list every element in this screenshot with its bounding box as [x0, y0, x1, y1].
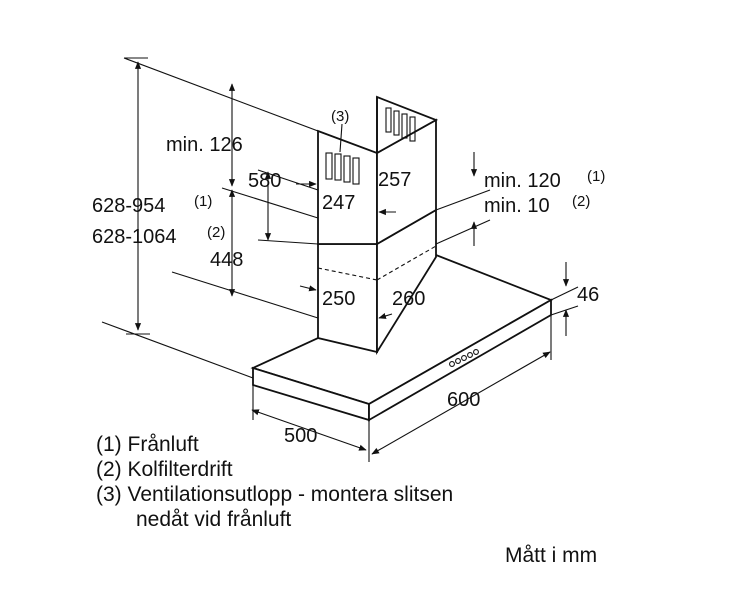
label-247: 247 — [322, 192, 355, 214]
label-600: 600 — [447, 389, 480, 411]
dim-line-500 — [251, 409, 367, 451]
label-260: 260 — [392, 288, 425, 310]
label-448: 448 — [210, 249, 243, 271]
label-range-exhaust: 628-954 — [92, 195, 165, 217]
dimension-lines — [134, 61, 570, 455]
chimney-upper-front — [317, 129, 378, 245]
legend-item-charcoal-filter: (2) Kolfilterdrift — [96, 458, 233, 481]
dim-line-600 — [371, 351, 551, 455]
label-250: 250 — [322, 288, 355, 310]
label-257: 257 — [378, 169, 411, 191]
label-range-exhaust-ref: (1) — [194, 193, 212, 210]
label-min-10-ref: (2) — [572, 193, 590, 210]
label-min-126: min. 126 — [166, 134, 243, 156]
label-500: 500 — [284, 425, 317, 447]
chimney-upper — [317, 95, 439, 246]
ventilation-ref-leader — [339, 123, 343, 153]
label-min-120-ref: (1) — [587, 168, 605, 185]
chimney-lower — [317, 208, 437, 356]
label-46: 46 — [577, 284, 599, 306]
footnote-legend: (1) Frånluft (2) Kolfilterdrift (3) Vent… — [96, 432, 453, 532]
vent-slots-front — [325, 152, 360, 185]
label-min-10: min. 10 — [484, 195, 550, 217]
arrow-250 — [299, 285, 317, 292]
legend-item-ventilation-outlet-cont: nedåt vid frånluft — [136, 508, 292, 531]
label-range-filter: 628-1064 — [92, 226, 177, 248]
label-ventilation-ref: (3) — [331, 108, 349, 125]
label-580: 580 — [248, 170, 281, 192]
label-min-120: min. 120 — [484, 170, 561, 192]
label-range-filter-ref: (2) — [207, 224, 225, 241]
chimney-overlap-line-side — [376, 245, 437, 281]
dimension-labels: (3) min. 126 580 257 247 628-954 (1) 628… — [92, 108, 605, 447]
arrow-260 — [378, 313, 393, 319]
legend-item-ventilation-outlet: (3) Ventilationsutlopp - montera slitsen — [96, 483, 454, 506]
units-note: Mått i mm — [505, 544, 598, 567]
vent-slots-back — [385, 107, 416, 142]
chimney-overlap-line — [317, 267, 378, 281]
legend-item-exhaust: (1) Frånluft — [96, 433, 199, 456]
